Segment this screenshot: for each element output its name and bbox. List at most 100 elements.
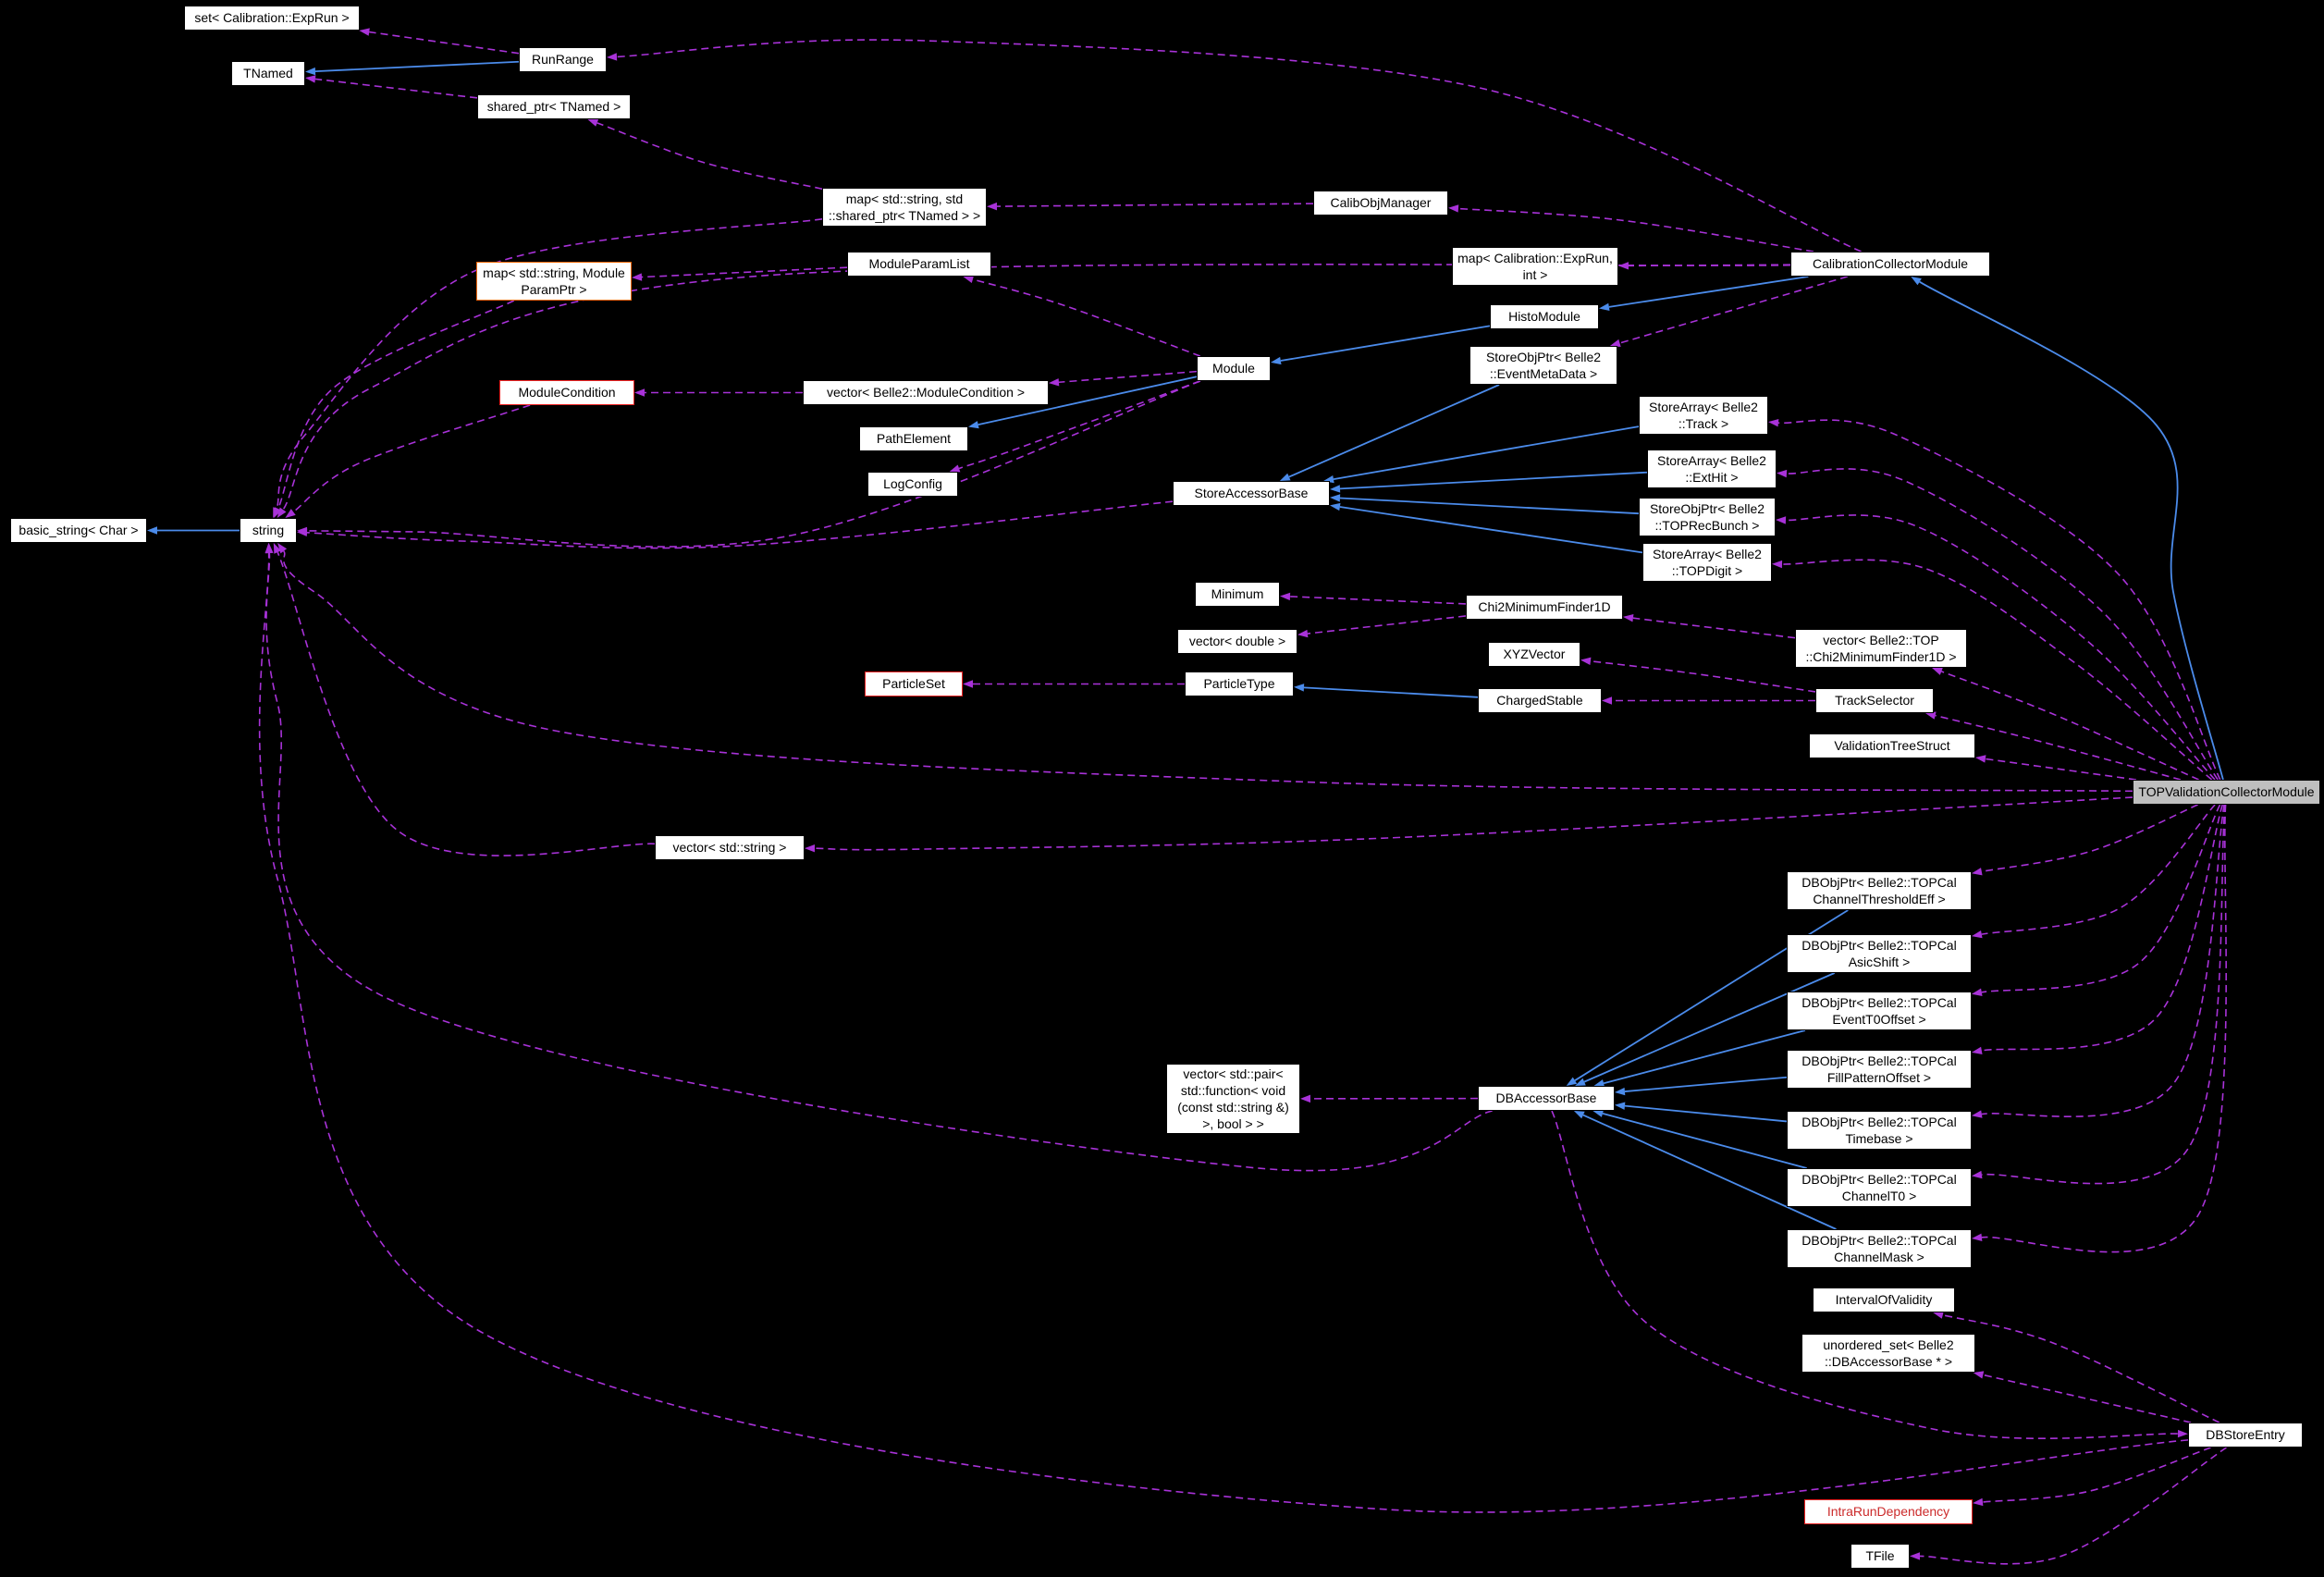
edge-vector_string-string — [277, 551, 656, 856]
node-modulecondition[interactable]: ModuleCondition — [499, 380, 634, 405]
edge-dbaccessorbase-string — [265, 552, 1493, 1172]
arrowhead-string-basic_string — [147, 526, 157, 535]
node-moduleparamlist[interactable]: ModuleParamList — [847, 252, 991, 277]
edge-calibcollectormodule-storeobj_eventmeta — [1619, 276, 1848, 344]
arrowhead-calibcollectormodule-storeobj_eventmeta — [1609, 339, 1621, 347]
node-dbaccessorbase[interactable]: DBAccessorBase — [1478, 1086, 1615, 1111]
arrowhead-dbobj_channelt0-dbaccessorbase — [1592, 1109, 1605, 1117]
arrowhead-dbstoreentry-intrarundependency — [1973, 1497, 1984, 1507]
edge-topvalidation-vector_chi2 — [1941, 671, 2199, 781]
arrowhead-topvalidation-storearray_topdigit — [1772, 560, 1783, 569]
node-logconfig[interactable]: LogConfig — [867, 472, 958, 497]
edge-histomodule-module — [1280, 325, 1491, 362]
edge-dbobj_channelmask-dbaccessorbase — [1582, 1114, 1837, 1230]
edge-topvalidation-storearray_topdigit — [1781, 559, 2213, 781]
node-vector_double[interactable]: vector< double > — [1177, 629, 1297, 654]
arrowhead-topvalidation-dbobj_timebase — [1972, 1110, 1983, 1118]
node-dbobj_channelt0[interactable]: DBObjPtr< Belle2::TOPCal ChannelT0 > — [1787, 1168, 1972, 1207]
arrowhead-topvalidation-vector_string — [805, 844, 816, 853]
arrowhead-particletype-particleset — [963, 680, 973, 688]
node-chargedstable[interactable]: ChargedStable — [1478, 688, 1602, 713]
node-storeobj_eventmeta[interactable]: StoreObjPtr< Belle2 ::EventMetaData > — [1469, 346, 1617, 385]
arrowhead-vector_chi2-chi2finder — [1623, 614, 1634, 622]
node-tfile[interactable]: TFile — [1851, 1544, 1910, 1569]
edge-storeobj_toprecbunch-storeaccessorbase — [1339, 497, 1640, 515]
arrowhead-dbobj_asicshift-dbaccessorbase — [1575, 1078, 1586, 1086]
arrowhead-module-logconfig — [949, 464, 961, 473]
node-set_exprun[interactable]: set< Calibration::ExpRun > — [184, 6, 360, 31]
edge-vector_chi2-chi2finder — [1632, 617, 1796, 639]
arrowhead-storearray_exthit-storeaccessorbase — [1330, 485, 1341, 493]
arrowhead-trackselector-chargedstable — [1602, 696, 1612, 705]
node-string[interactable]: string — [240, 518, 297, 543]
node-storearray_topdigit[interactable]: StoreArray< Belle2 ::TOPDigit > — [1642, 543, 1772, 582]
node-dbobj_asicshift[interactable]: DBObjPtr< Belle2::TOPCal AsicShift > — [1787, 934, 1972, 973]
node-storeobj_toprecbunch[interactable]: StoreObjPtr< Belle2 ::TOPRecBunch > — [1639, 498, 1776, 536]
edge-dbstoreentry-intrarundependency — [1982, 1447, 2211, 1503]
node-dbobj_channelmask[interactable]: DBObjPtr< Belle2::TOPCal ChannelMask > — [1787, 1229, 1972, 1268]
node-vector_pair_func[interactable]: vector< std::pair< std::function< void (… — [1166, 1064, 1300, 1134]
node-particleset[interactable]: ParticleSet — [865, 671, 963, 696]
node-storearray_exthit[interactable]: StoreArray< Belle2 ::ExtHit > — [1647, 450, 1777, 488]
edge-topvalidation-dbobj_channelmask — [1981, 804, 2227, 1253]
node-dbstoreentry[interactable]: DBStoreEntry — [2188, 1423, 2303, 1448]
node-basic_string[interactable]: basic_string< Char > — [10, 518, 147, 543]
arrowhead-runrange-tnamed — [305, 67, 316, 76]
arrowhead-moduleparamlist-map_string_moduleparam — [632, 273, 643, 281]
arrowhead-calibcollectormodule-map_exprun_int — [1618, 262, 1629, 270]
node-chi2finder[interactable]: Chi2MinimumFinder1D — [1466, 595, 1623, 620]
arrowhead-module-pathelement — [968, 421, 979, 429]
node-map_string_moduleparam[interactable]: map< std::string, Module ParamPtr > — [476, 262, 632, 301]
node-validationtreestruct[interactable]: ValidationTreeStruct — [1809, 733, 1975, 758]
node-pathelement[interactable]: PathElement — [859, 426, 968, 451]
edge-topvalidation-storearray_exthit — [1786, 468, 2219, 781]
node-vector_chi2[interactable]: vector< Belle2::TOP ::Chi2MinimumFinder1… — [1795, 629, 1967, 668]
node-vector_modulecondition[interactable]: vector< Belle2::ModuleCondition > — [803, 380, 1049, 405]
node-particletype[interactable]: ParticleType — [1185, 671, 1294, 696]
edge-calibcollectormodule-runrange — [616, 39, 1862, 253]
edge-runrange-set_exprun — [369, 31, 520, 55]
node-dbobj_fillpattern[interactable]: DBObjPtr< Belle2::TOPCal FillPatternOffs… — [1787, 1050, 1972, 1089]
node-dbobj_timebase[interactable]: DBObjPtr< Belle2::TOPCal Timebase > — [1787, 1111, 1972, 1150]
edge-storeaccessorbase-string — [306, 500, 1174, 549]
node-map_exprun_int[interactable]: map< Calibration::ExpRun, int > — [1452, 247, 1618, 286]
node-minimum[interactable]: Minimum — [1195, 582, 1280, 607]
edge-module-pathelement — [978, 376, 1198, 426]
edge-storeobj_eventmeta-storeaccessorbase — [1288, 384, 1500, 478]
arrowhead-topvalidation-string — [277, 543, 288, 554]
arrowhead-topvalidation-dbobj_fillpattern — [1972, 1046, 1983, 1055]
node-topvalidation[interactable]: TOPValidationCollectorModule — [2133, 780, 2320, 805]
edge-dbobj_channelt0-dbaccessorbase — [1602, 1112, 1807, 1169]
node-xyzvector[interactable]: XYZVector — [1488, 642, 1580, 667]
node-shared_ptr_tnamed[interactable]: shared_ptr< TNamed > — [477, 94, 631, 119]
arrowhead-dbaccessorbase-dbstoreentry — [2177, 1429, 2188, 1438]
node-runrange[interactable]: RunRange — [519, 47, 607, 72]
node-vector_string[interactable]: vector< std::string > — [655, 835, 805, 860]
node-dbobj_eventt0[interactable]: DBObjPtr< Belle2::TOPCal EventT0Offset > — [1787, 992, 1972, 1030]
node-dbobj_thresholdeff[interactable]: DBObjPtr< Belle2::TOPCal ChannelThreshol… — [1787, 871, 1972, 910]
edge-topvalidation-trackselector — [1935, 714, 2182, 781]
arrowhead-topvalidation-storearray_exthit — [1777, 469, 1788, 478]
node-unordered_set_dba[interactable]: unordered_set< Belle2 ::DBAccessorBase *… — [1801, 1334, 1975, 1373]
node-tnamed[interactable]: TNamed — [231, 61, 305, 86]
arrowhead-vector_modulecondition-modulecondition — [634, 388, 645, 397]
edge-modulecondition-string — [292, 404, 531, 513]
node-intrarundependency[interactable]: IntraRunDependency — [1804, 1499, 1973, 1524]
node-storearray_track[interactable]: StoreArray< Belle2 ::Track > — [1639, 396, 1768, 435]
arrowhead-storeobj_eventmeta-storeaccessorbase — [1279, 473, 1291, 481]
node-intervalofvalidity[interactable]: IntervalOfValidity — [1813, 1287, 1955, 1312]
edge-dbobj_fillpattern-dbaccessorbase — [1624, 1076, 1788, 1092]
node-calibobjmanager[interactable]: CalibObjManager — [1313, 191, 1448, 216]
node-trackselector[interactable]: TrackSelector — [1815, 688, 1934, 713]
node-calibcollectormodule[interactable]: CalibrationCollectorModule — [1790, 252, 1990, 277]
node-storeaccessorbase[interactable]: StoreAccessorBase — [1173, 481, 1330, 506]
arrowhead-dbstoreentry-unordered_set_dba — [1973, 1371, 1985, 1379]
arrowhead-calibobjmanager-map_string_shared — [987, 202, 998, 211]
node-map_string_shared[interactable]: map< std::string, std ::shared_ptr< TNam… — [822, 188, 987, 227]
node-module[interactable]: Module — [1197, 356, 1271, 381]
edge-chi2finder-minimum — [1289, 596, 1467, 605]
arrowhead-chi2finder-minimum — [1280, 592, 1291, 601]
node-histomodule[interactable]: HistoModule — [1490, 304, 1599, 329]
